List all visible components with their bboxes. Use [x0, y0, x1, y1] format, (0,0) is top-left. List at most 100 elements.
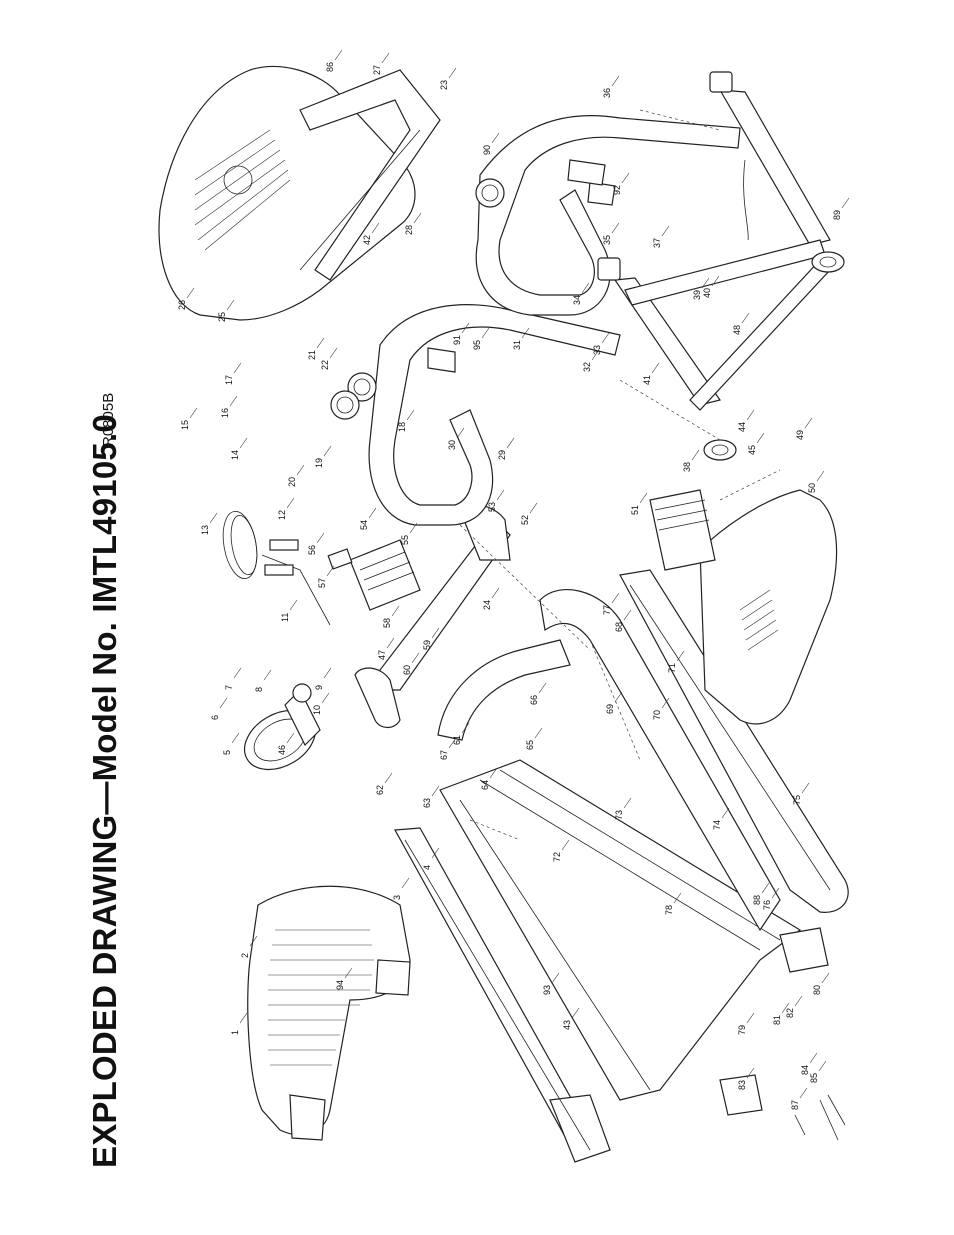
leader-line-5 — [231, 732, 240, 744]
leader-line-80 — [821, 972, 830, 984]
part-number-78: 78 — [664, 905, 674, 915]
leader-line-86 — [334, 49, 343, 61]
leader-line-18 — [406, 409, 415, 421]
part-number-62: 62 — [375, 785, 385, 795]
leader-line-87 — [799, 1087, 808, 1099]
part-number-57: 57 — [317, 578, 327, 588]
leader-line-30 — [456, 427, 465, 439]
leader-line-93 — [551, 972, 560, 984]
leader-line-35 — [611, 222, 620, 234]
leader-line-23 — [448, 67, 457, 79]
leader-line-42 — [371, 222, 380, 234]
leader-line-9 — [323, 667, 332, 679]
part-number-32: 32 — [582, 362, 592, 372]
leader-line-17 — [233, 362, 242, 374]
leader-line-46 — [286, 732, 295, 744]
leader-line-85 — [818, 1060, 827, 1072]
part-number-11: 11 — [280, 613, 290, 622]
part-number-71: 71 — [667, 663, 677, 673]
part-number-59: 59 — [422, 640, 432, 650]
part-number-95: 95 — [472, 340, 482, 350]
part-number-80: 80 — [812, 985, 822, 995]
leader-line-43 — [571, 1007, 580, 1019]
leader-line-11 — [289, 599, 298, 611]
leader-line-90 — [491, 132, 500, 144]
leader-line-79 — [746, 1012, 755, 1024]
part-number-91: 91 — [452, 335, 462, 345]
leader-line-75 — [801, 782, 810, 794]
leader-line-56 — [316, 532, 325, 544]
leader-line-45 — [756, 432, 765, 444]
end-caps-part — [719, 927, 846, 1141]
leader-line-37 — [661, 225, 670, 237]
leader-line-57 — [326, 565, 335, 577]
part-number-73: 73 — [614, 810, 624, 820]
leader-line-29 — [506, 437, 515, 449]
part-number-65: 65 — [525, 740, 535, 750]
part-number-84: 84 — [800, 1065, 810, 1075]
leader-line-59 — [431, 627, 440, 639]
part-number-9: 9 — [314, 685, 324, 690]
part-number-77: 77 — [602, 605, 612, 615]
part-number-24: 24 — [482, 600, 492, 610]
part-number-41: 41 — [642, 375, 652, 385]
part-number-52: 52 — [520, 515, 530, 525]
leader-line-60 — [411, 652, 420, 664]
leader-line-16 — [229, 395, 238, 407]
part-number-22: 22 — [320, 360, 330, 370]
leader-line-3 — [401, 877, 410, 889]
part-number-63: 63 — [422, 798, 432, 808]
part-number-64: 64 — [480, 780, 490, 790]
leader-line-95 — [481, 327, 490, 339]
leader-line-28 — [413, 212, 422, 224]
leader-line-71 — [676, 650, 685, 662]
part-number-19: 19 — [314, 458, 324, 468]
leader-line-36 — [611, 75, 620, 87]
leader-line-32 — [591, 349, 600, 361]
part-number-4: 4 — [422, 865, 432, 870]
part-number-89: 89 — [832, 210, 842, 220]
part-number-8: 8 — [254, 687, 264, 692]
leader-line-52 — [529, 502, 538, 514]
leader-line-84 — [809, 1052, 818, 1064]
leader-line-6 — [219, 697, 228, 709]
part-number-30: 30 — [447, 440, 457, 450]
part-number-56: 56 — [307, 545, 317, 555]
part-number-92: 92 — [612, 185, 622, 195]
leader-line-25 — [226, 299, 235, 311]
leader-line-8 — [263, 669, 272, 681]
part-number-15: 15 — [180, 420, 190, 430]
part-number-33: 33 — [592, 345, 602, 355]
leader-line-70 — [661, 697, 670, 709]
part-number-7: 7 — [224, 685, 234, 690]
part-number-67: 67 — [439, 750, 449, 760]
leader-line-62 — [384, 772, 393, 784]
leader-line-55 — [409, 522, 418, 534]
leader-line-53 — [496, 489, 505, 501]
leader-line-92 — [621, 172, 630, 184]
left-upright-part — [330, 304, 621, 526]
part-number-16: 16 — [220, 408, 230, 418]
part-number-12: 12 — [277, 510, 287, 520]
leader-line-88 — [761, 882, 770, 894]
part-number-94: 94 — [335, 980, 345, 990]
part-number-25: 25 — [217, 312, 227, 322]
leader-line-21 — [316, 337, 325, 349]
part-number-93: 93 — [542, 985, 552, 995]
drive-motor-part — [327, 539, 421, 611]
leader-line-19 — [323, 445, 332, 457]
leader-line-94 — [344, 967, 353, 979]
leader-line-51 — [639, 492, 648, 504]
leader-line-20 — [296, 464, 305, 476]
leader-line-13 — [209, 512, 218, 524]
part-number-88: 88 — [752, 895, 762, 905]
part-number-83: 83 — [737, 1080, 747, 1090]
leader-line-49 — [804, 417, 813, 429]
left-rail-part — [394, 827, 611, 1163]
leader-line-73 — [623, 797, 632, 809]
part-number-85: 85 — [809, 1073, 819, 1083]
part-number-58: 58 — [382, 618, 392, 628]
part-number-45: 45 — [747, 445, 757, 455]
